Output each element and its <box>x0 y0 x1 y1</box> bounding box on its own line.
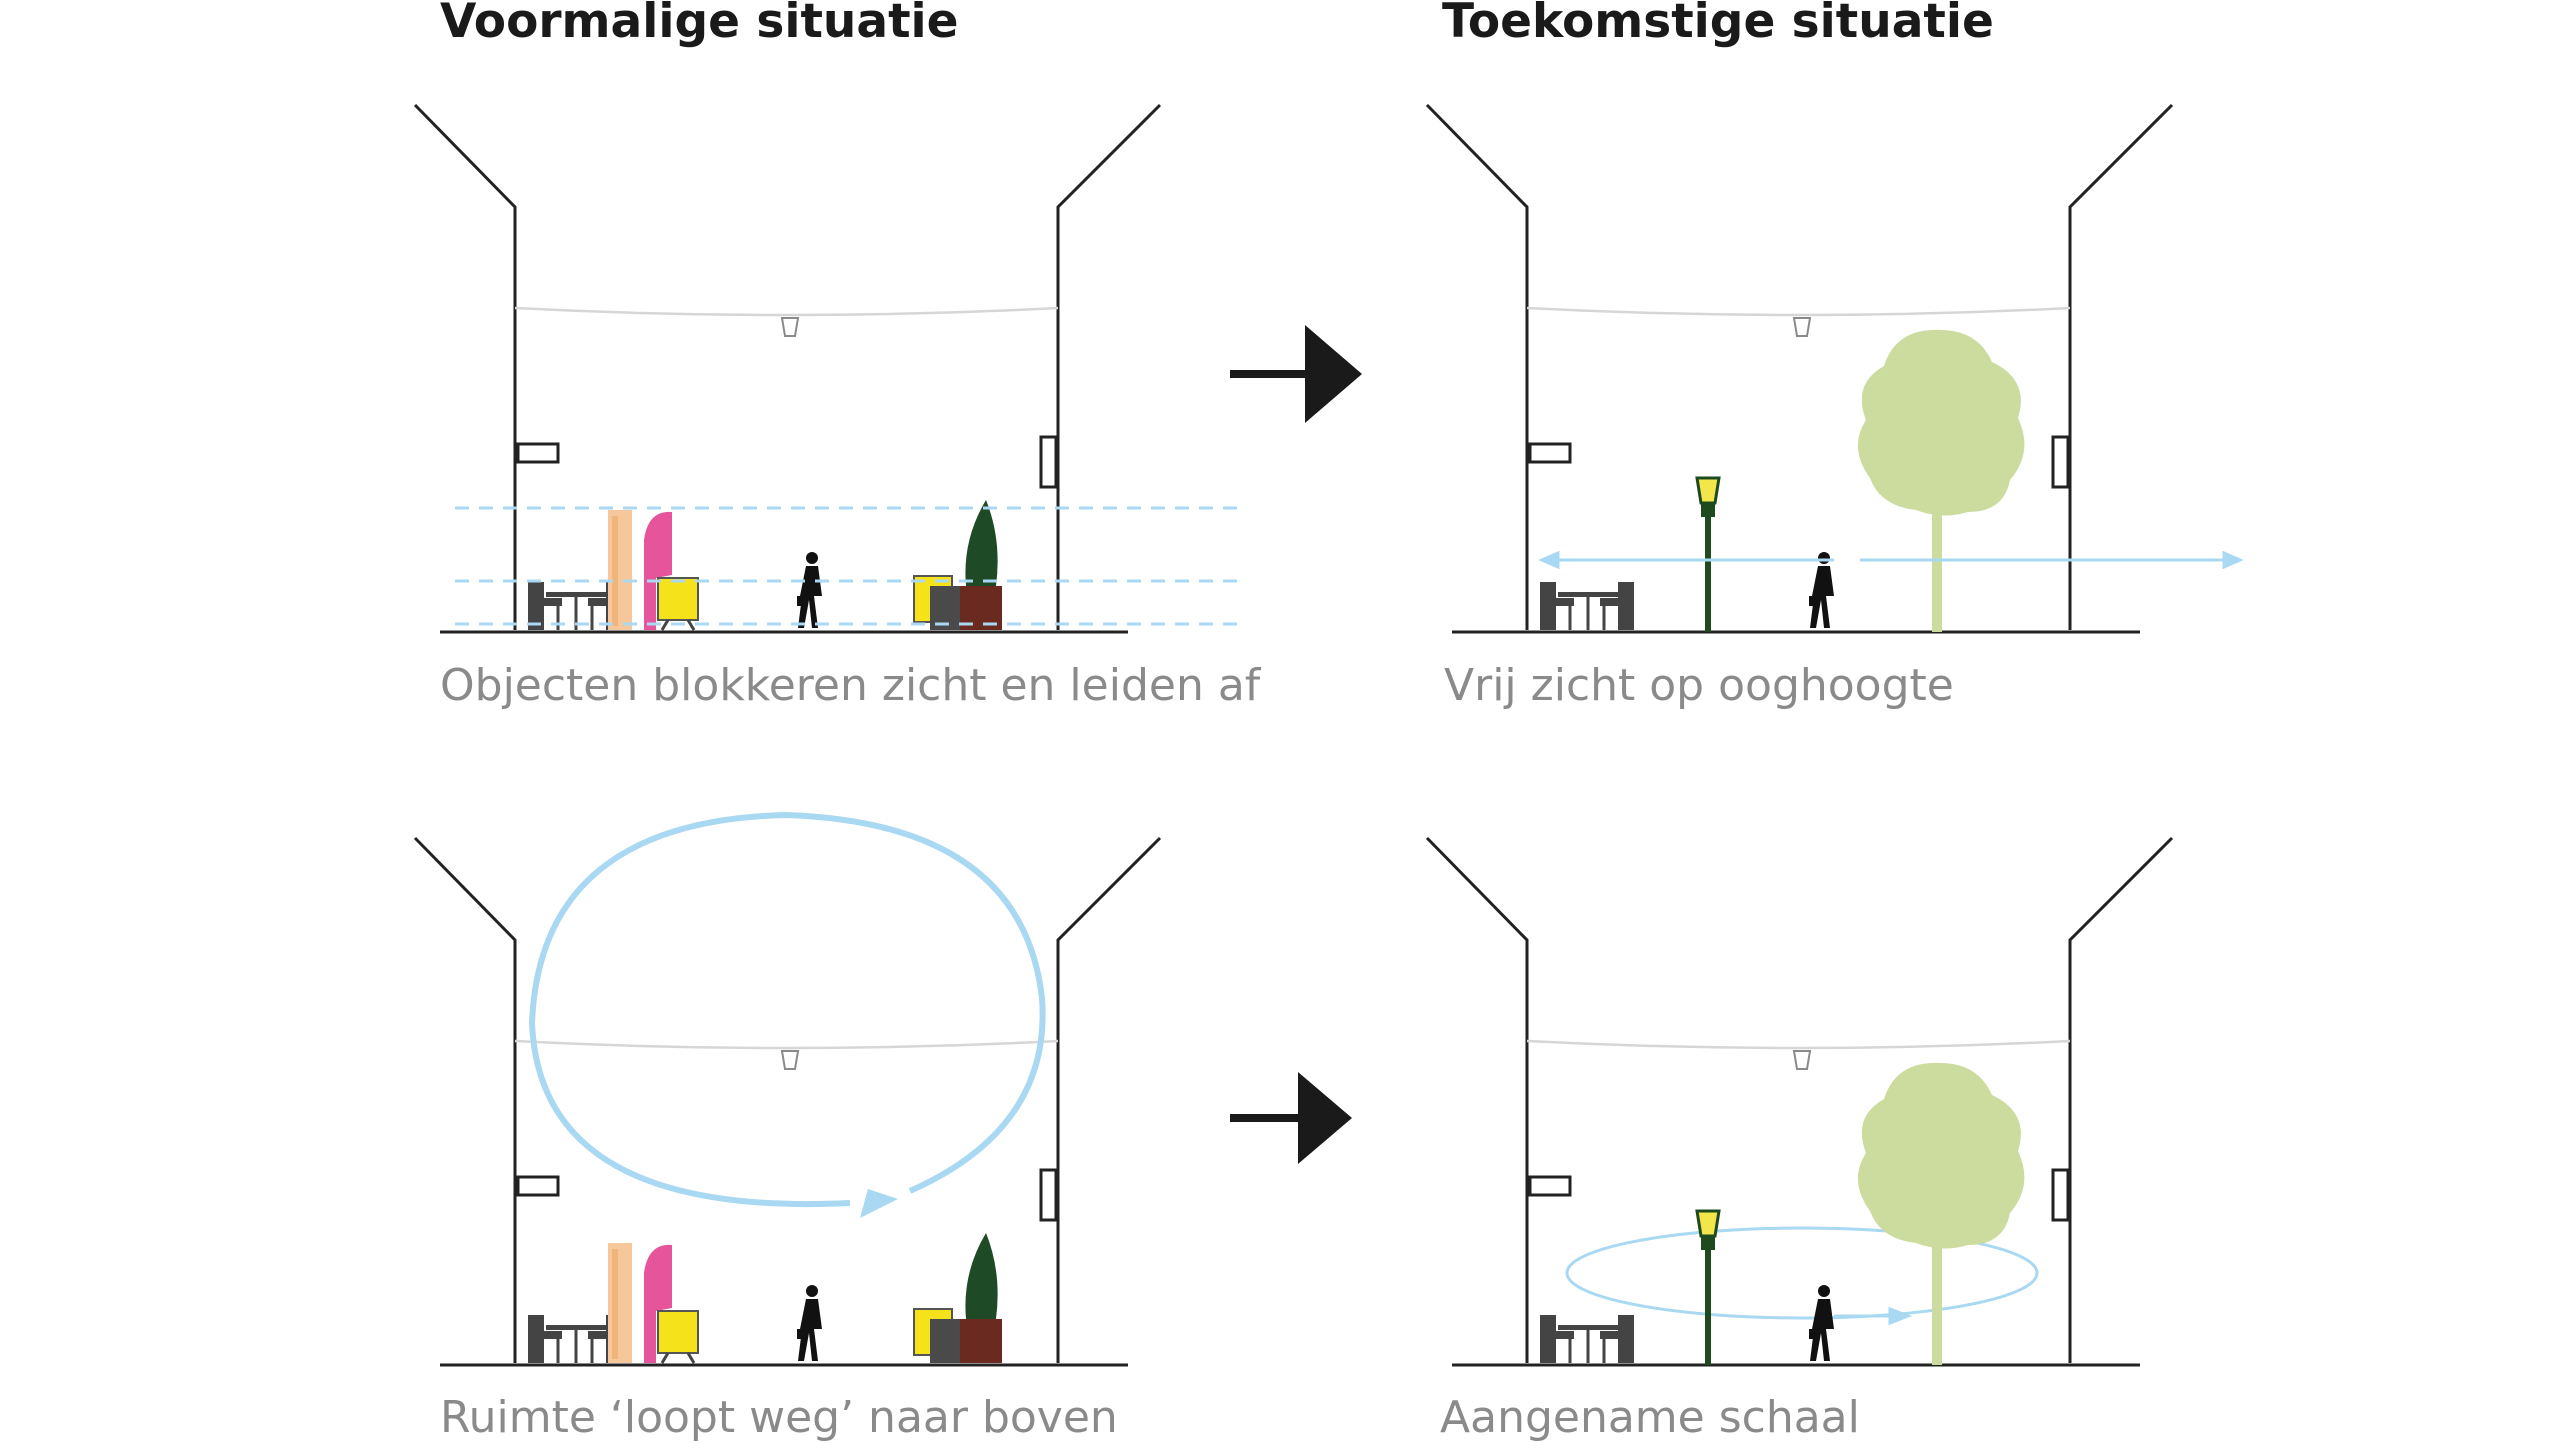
heading-future-situation: Toekomstige situatie <box>1442 0 1994 49</box>
blocked-sightlines <box>455 506 1240 626</box>
human-scale-ellipse <box>1565 1226 2039 1320</box>
panel-future-sight <box>1425 103 2244 632</box>
transition-arrow-bottom <box>1230 1072 1352 1164</box>
panel-future-scale <box>1425 836 2174 1365</box>
panel-former-sight <box>413 103 1240 634</box>
transition-arrow-top <box>1230 325 1362 423</box>
clear-sightline <box>1538 550 2244 570</box>
caption-pleasant-scale: Aangename schaal <box>1440 1392 1860 1443</box>
space-escape-loop <box>528 811 1046 1218</box>
panel-former-scale <box>413 811 1162 1367</box>
heading-former-situation: Voormalige situatie <box>440 0 959 49</box>
caption-objects-block-view: Objecten blokkeren zicht en leiden af <box>440 660 1261 711</box>
caption-free-view: Vrij zicht op ooghoogte <box>1444 660 1954 711</box>
caption-space-runs-up: Ruimte ‘loopt weg’ naar boven <box>440 1392 1118 1443</box>
